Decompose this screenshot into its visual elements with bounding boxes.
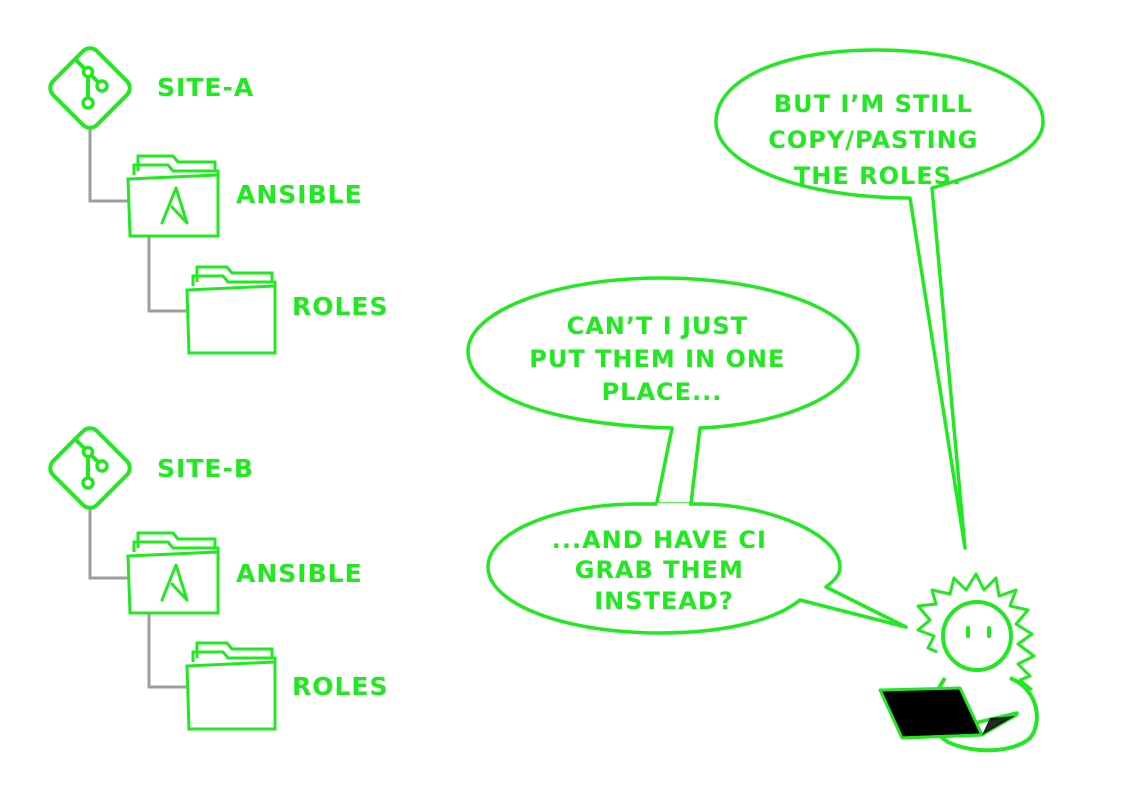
bubble-line: CAN’T I JUST: [567, 312, 748, 340]
folder-icon: [126, 154, 220, 238]
ansible-label: ANSIBLE: [236, 180, 363, 209]
bubble-line: PUT THEM IN ONE: [529, 345, 785, 373]
bubble-line: INSTEAD?: [594, 587, 733, 615]
folder-icon: [185, 641, 277, 731]
ansible-logo-icon: [160, 186, 189, 225]
folder-icon: [185, 265, 277, 355]
repo-site-b: SITE-B ANSIBLE ROLES: [48, 426, 389, 731]
tree-connectors-a: [88, 120, 187, 313]
folder-icon: [126, 531, 220, 615]
bubble-line: GRAB THEM: [575, 556, 744, 584]
head: [941, 600, 1013, 672]
ansible-label: ANSIBLE: [236, 559, 363, 588]
bubble-bottom-text: ...AND HAVE CI GRAB THEM INSTEAD?: [552, 526, 777, 615]
hair: [916, 572, 1036, 692]
speech-bubble-bottom: ...AND HAVE CI GRAB THEM INSTEAD?: [486, 502, 908, 635]
ansible-logo-icon: [160, 563, 189, 602]
laptop-icon: [878, 686, 1019, 740]
bubble-line: COPY/PASTING: [768, 126, 978, 154]
speech-bubble-middle: CAN’T I JUST PUT THEM IN ONE PLACE...: [466, 276, 860, 514]
repo-label: SITE-A: [157, 73, 254, 102]
git-icon: [48, 46, 132, 130]
bubble-line: THE ROLES.: [794, 162, 962, 190]
repo-label: SITE-B: [157, 454, 254, 483]
bubble-middle-text: CAN’T I JUST PUT THEM IN ONE PLACE...: [529, 312, 795, 406]
bubble-line: PLACE...: [602, 378, 723, 406]
eye: [987, 626, 991, 638]
eye: [966, 626, 970, 638]
bubble-line: ...AND HAVE CI: [552, 526, 767, 554]
roles-label: ROLES: [292, 672, 389, 701]
repo-site-a: SITE-A ANSIBLE ROLES: [48, 46, 389, 355]
roles-label: ROLES: [292, 292, 389, 321]
bubble-top-text: BUT I’M STILL COPY/PASTING THE ROLES.: [768, 90, 987, 190]
speech-bubble-top: BUT I’M STILL COPY/PASTING THE ROLES.: [714, 48, 1045, 550]
bubble-line: BUT I’M STILL: [774, 90, 973, 118]
tree-connectors-b: [88, 505, 187, 689]
git-icon: [48, 426, 132, 510]
